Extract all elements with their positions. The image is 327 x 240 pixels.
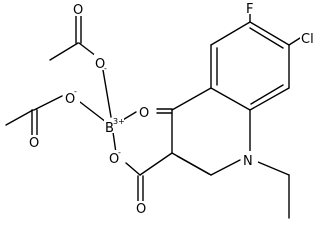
atom-boron: B xyxy=(105,121,114,136)
atom-chlorine: Cl xyxy=(301,32,314,47)
bond-c5-c6 xyxy=(210,21,251,46)
bond-top-ominus-boron xyxy=(102,69,112,118)
bond-left-c-ominus xyxy=(33,95,63,111)
atom-o-left-double: O xyxy=(29,136,39,151)
charge-boron: 3+ xyxy=(113,117,125,126)
bond-c2-n xyxy=(210,159,241,176)
bond-cooc-ominus xyxy=(125,162,141,176)
bond-c7-cl xyxy=(288,37,301,46)
bond-c3-cooc xyxy=(139,152,173,176)
bonds xyxy=(5,12,301,219)
atom-o-acid-double: O xyxy=(136,202,146,217)
bond-c6-c7 xyxy=(249,21,290,46)
atom-o-left-minus: O xyxy=(65,92,75,107)
charge-o-carboxylate: - xyxy=(118,148,121,157)
atom-o-top-minus: O xyxy=(95,57,105,72)
atom-fluorine: F xyxy=(246,2,253,17)
atom-o-top-double: O xyxy=(73,3,83,18)
bond-c3-c2-inner xyxy=(176,155,210,175)
bond-top-ch3-c xyxy=(49,42,79,61)
bond-c6-c7-inner xyxy=(249,27,284,49)
bond-top-c-ominus xyxy=(78,42,97,57)
bond-c4a-c4 xyxy=(171,87,212,111)
atom-o-chelate-carboxylate: O xyxy=(109,152,119,167)
bond-left-ch3-c xyxy=(5,109,34,126)
bond-left-ominus-boron xyxy=(79,101,107,123)
atom-nitrogen: N xyxy=(243,154,253,169)
bond-n-ch2 xyxy=(257,161,290,176)
atom-labels: O O - O - O B 3+ O O - O F Cl N xyxy=(28,1,322,217)
charge-o-left-minus: - xyxy=(74,87,77,96)
bond-c8-c8a-inner xyxy=(250,84,284,105)
bond-c8-c8a xyxy=(249,87,290,111)
bond-c4a-c8a xyxy=(210,87,251,111)
charge-o-top-minus: - xyxy=(104,64,107,73)
atom-o-chelate-ketone: O xyxy=(139,106,149,121)
bond-boron-o-carboxylate xyxy=(112,131,117,154)
